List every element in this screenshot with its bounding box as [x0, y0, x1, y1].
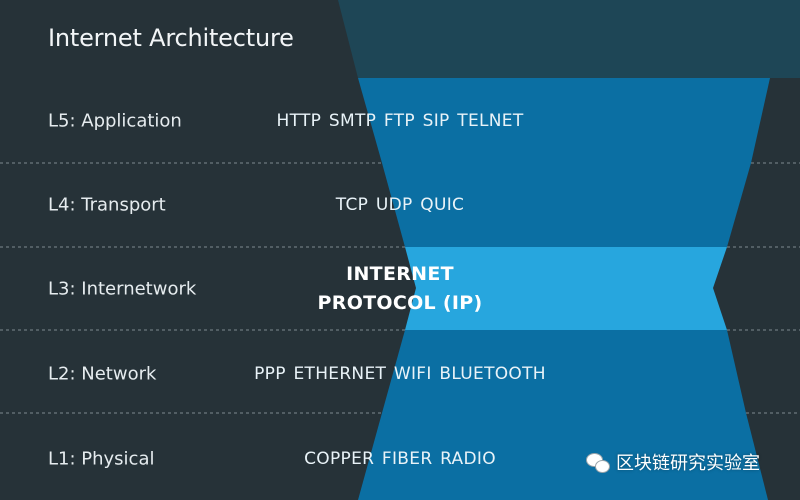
ip-line-2: PROTOCOL (IP)	[317, 292, 483, 314]
band-l5	[358, 78, 770, 163]
layer-label-l4: L4: Transport	[48, 194, 166, 216]
band-l2	[382, 330, 746, 413]
protocols-l4: TCP UDP QUIC	[335, 195, 465, 215]
layer-label-l5: L5: Application	[48, 110, 182, 132]
layer-label-l2: L2: Network	[48, 363, 157, 385]
wechat-icon	[586, 451, 610, 473]
protocols-l5: HTTP SMTP FTP SIP TELNET	[276, 111, 524, 131]
layer-dividers	[0, 162, 800, 414]
protocols-l3: INTERNET PROTOCOL (IP)	[270, 260, 530, 318]
watermark-text: 区块链研究实验室	[616, 453, 760, 474]
layer-label-l1: L1: Physical	[48, 448, 155, 470]
top-band	[338, 0, 800, 78]
watermark: 区块链研究实验室	[586, 449, 760, 475]
layer-label-l3: L3: Internetwork	[48, 278, 197, 300]
diagram-title: Internet Architecture	[48, 24, 294, 52]
protocols-l2: PPP ETHERNET WIFI BLUETOOTH	[254, 364, 546, 384]
band-l3-ip	[405, 247, 727, 330]
band-l1	[358, 413, 768, 500]
band-l4	[382, 163, 751, 247]
ip-line-1: INTERNET	[346, 263, 454, 285]
protocols-l1: COPPER FIBER RADIO	[304, 449, 496, 469]
